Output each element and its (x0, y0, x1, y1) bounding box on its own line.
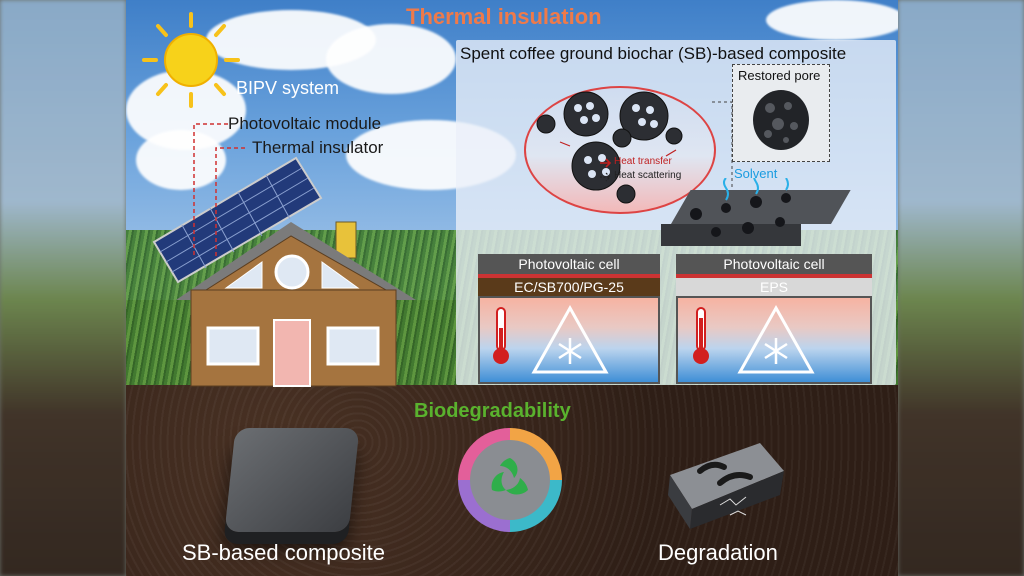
thermal-insulator-label: Thermal insulator (252, 138, 384, 157)
snowflake-icon (531, 304, 609, 374)
label-leader-lines (193, 123, 246, 258)
pv-cell-label: Photovoltaic cell (478, 254, 660, 274)
biodegradability-title: Biodegradability (414, 400, 571, 422)
sb-composite-label: SB-based composite (182, 540, 385, 565)
material-label-sb: EC/SB700/PG-25 (478, 278, 660, 296)
restored-pore-label: Restored pore (738, 68, 821, 83)
house-illustration (152, 156, 416, 387)
bipv-system-label: BIPV system (236, 78, 340, 98)
heat-transfer-label: Heat transfer (614, 156, 672, 167)
slab-texture (690, 178, 791, 237)
composite-panel-title: Spent coffee ground biochar (SB)-based c… (460, 44, 847, 63)
connector-dashed-line (712, 101, 733, 208)
thermometer-icon (693, 307, 709, 364)
figure-title: Thermal insulation (406, 4, 602, 29)
comparison-cell-eps: Photovoltaic cell EPS (676, 254, 872, 384)
heat-scattering-arrow-icon (600, 172, 611, 182)
composite-slab-front (661, 224, 801, 246)
cloud (326, 24, 456, 94)
material-label-eps: EPS (676, 278, 872, 296)
recycle-icon (491, 458, 528, 495)
degradation-label: Degradation (658, 540, 778, 565)
biochar-particles (536, 91, 683, 204)
photovoltaic-module-label: Photovoltaic module (228, 114, 382, 133)
thermometer-icon (493, 307, 509, 364)
cell-temperature-zone (478, 296, 660, 384)
cloud (766, 0, 898, 40)
sun-icon (142, 12, 240, 108)
sb-composite-tile (224, 428, 360, 532)
heat-mechanism-ellipse (524, 86, 716, 214)
cloud (136, 130, 226, 190)
heat-scattering-label: Heat scattering (614, 170, 682, 181)
comparison-cell-sb: Photovoltaic cell EC/SB700/PG-25 (478, 254, 660, 384)
red-separator (478, 274, 660, 278)
recycle-center (470, 440, 550, 520)
blurred-left-border (0, 0, 126, 576)
cell-temperature-zone (676, 296, 872, 384)
solvent-label: Solvent (734, 166, 778, 181)
pv-cell-label: Photovoltaic cell (676, 254, 872, 274)
degraded-composite-icon (668, 443, 784, 529)
porous-particle-icon (753, 90, 809, 150)
figure-stage: Thermal insulation BIPV system Photovolt… (126, 0, 898, 576)
heat-transfer-arrow-icon (600, 158, 612, 168)
red-separator (676, 274, 872, 278)
snowflake-icon (737, 304, 815, 374)
blurred-right-border (898, 0, 1024, 576)
